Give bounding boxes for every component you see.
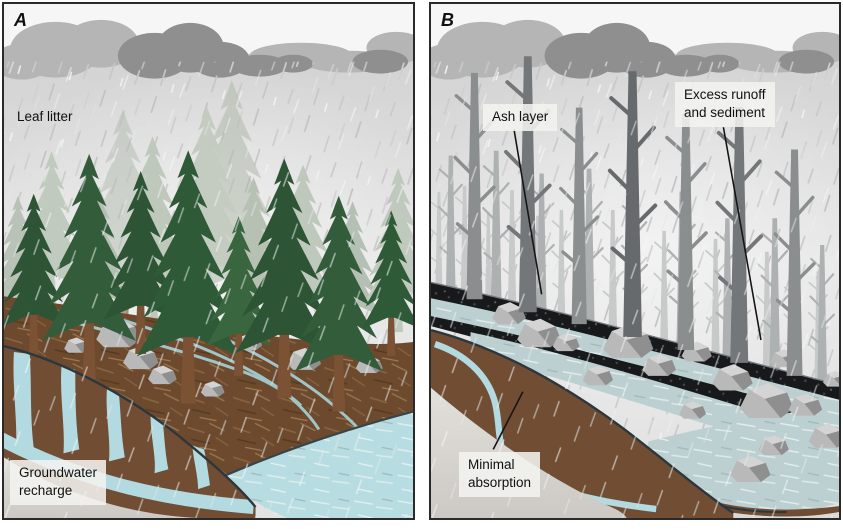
panel-b-scene	[431, 4, 839, 518]
excess-runoff-leader-line	[722, 127, 762, 341]
panel-a: A Leaf litter Groundwater recharge	[2, 2, 415, 520]
panel-a-letter: A	[14, 10, 27, 30]
ash-layer-leader-line	[513, 129, 543, 295]
panel-a-scene	[4, 4, 413, 518]
label-excess-runoff: Excess runoff and sediment	[675, 82, 775, 128]
leader-lines	[492, 127, 762, 450]
rain-foreground	[431, 61, 839, 518]
minimal-absorption-leader-line	[492, 391, 524, 450]
label-leaf-litter: Leaf litter	[17, 109, 73, 124]
label-ash-layer: Ash layer	[483, 104, 558, 132]
label-minimal-absorption: Minimal absorption	[459, 452, 541, 498]
panel-b: B Ash layer Excess runoff and sediment M…	[429, 2, 841, 520]
panel-b-letter: B	[441, 10, 454, 30]
label-groundwater-recharge: Groundwater recharge	[10, 460, 107, 506]
rain-foreground	[4, 61, 413, 518]
